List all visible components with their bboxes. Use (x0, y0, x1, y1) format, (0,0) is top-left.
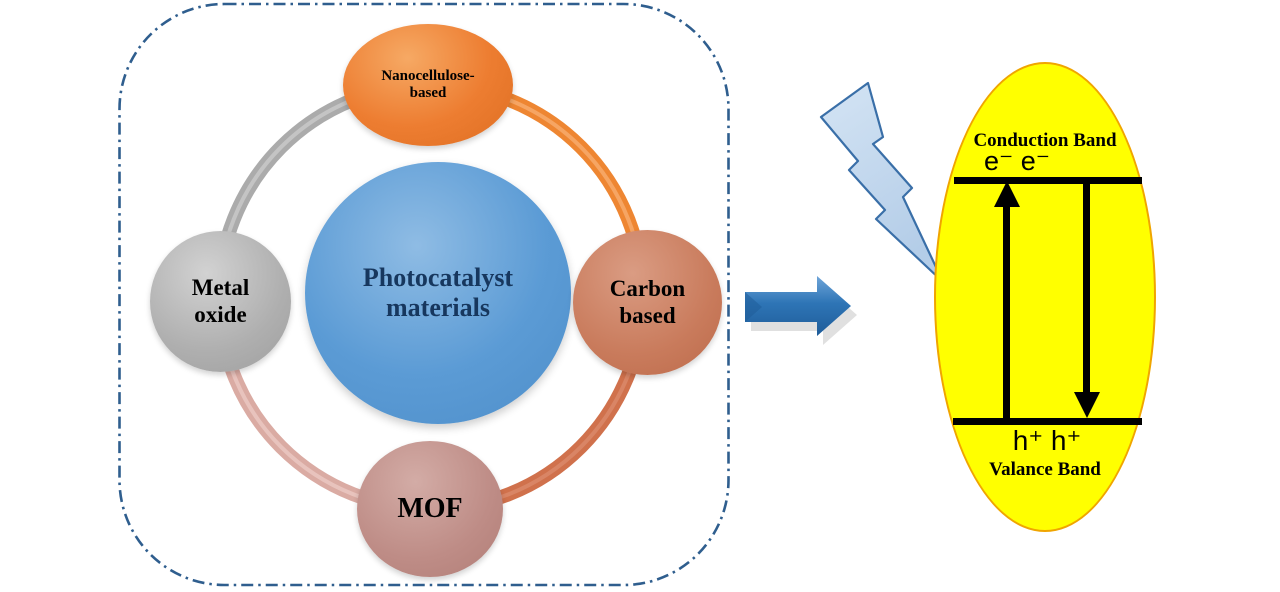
node-mof: MOF (357, 441, 503, 577)
electrons-label: e⁻ e⁻ (983, 146, 1051, 176)
node-carbon-based: Carbon based (573, 230, 722, 375)
lightning-bolt-icon (819, 81, 945, 284)
node-metal-oxide: Metal oxide (150, 231, 291, 372)
arrow-right-bevel (745, 292, 762, 322)
arrow-right-icon (745, 276, 857, 345)
valence-band-label: Valance Band (989, 459, 1101, 480)
excitation-arrow-head-icon (994, 181, 1020, 207)
node-metal-oxide-label: Metal oxide (191, 275, 250, 327)
excitation-arrow-shaft (1003, 203, 1010, 422)
band-diagram-ellipse (934, 62, 1156, 532)
node-nanocellulose-based: Nanocellulose- based (343, 24, 513, 146)
node-carbon-based-label: Carbon based (609, 276, 686, 328)
node-photocatalyst-materials-label: Photocatalyst materials (362, 263, 514, 322)
valence-band-line (953, 418, 1142, 425)
arrow-right-body (745, 276, 851, 336)
holes-label: h⁺ h⁺ (1012, 425, 1082, 456)
conduction-band-line (954, 177, 1142, 184)
node-nanocellulose-based-label: Nanocellulose- based (381, 67, 475, 101)
recombination-arrow-shaft (1083, 184, 1090, 394)
node-mof-label: MOF (397, 492, 463, 524)
conduction-band-label: Conduction Band (973, 130, 1117, 151)
node-photocatalyst-materials: Photocatalyst materials (305, 162, 571, 424)
cluster-dashed-border (118, 2, 730, 587)
recombination-arrow-head-icon (1074, 392, 1100, 418)
